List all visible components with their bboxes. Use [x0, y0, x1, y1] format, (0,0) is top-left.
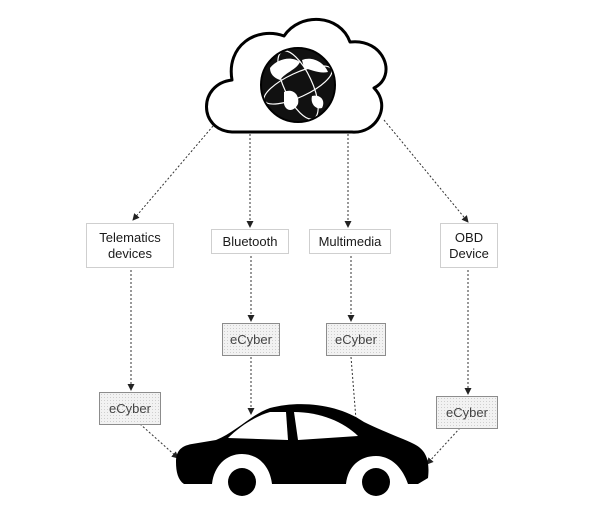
globe-icon [260, 47, 336, 123]
connector-cloud-obd [383, 119, 469, 223]
node-obd-device: OBD Device [440, 223, 498, 268]
ecyber-box-obd: eCyber [436, 396, 498, 429]
ecyber-box-telematics: eCyber [99, 392, 161, 425]
channel-connectors [127, 256, 472, 395]
cloud-connectors [132, 119, 469, 228]
car-icon [176, 404, 429, 503]
ecyber-box-label: eCyber [230, 332, 272, 347]
ecyber-box-bluetooth: eCyber [222, 323, 280, 356]
node-bluetooth-label: Bluetooth [222, 233, 278, 249]
connector-ecyber-car-4 [426, 427, 461, 465]
node-multimedia: Multimedia [309, 229, 391, 254]
connector-cloud-telematics [132, 125, 214, 221]
ecyber-box-label: eCyber [335, 332, 377, 347]
node-bluetooth: Bluetooth [211, 229, 289, 254]
node-telematics-label: Telematics devices [99, 229, 161, 261]
connector-ecyber-car-3 [350, 356, 361, 433]
ecyber-box-label: eCyber [446, 405, 488, 420]
car-connectors [139, 356, 461, 465]
node-obd-device-label: OBD Device [449, 229, 489, 261]
ecyber-box-multimedia: eCyber [326, 323, 386, 356]
node-telematics: Telematics devices [86, 223, 174, 268]
connector-ecyber-car-1 [139, 423, 179, 459]
ecyber-box-label: eCyber [109, 401, 151, 416]
node-multimedia-label: Multimedia [318, 233, 382, 249]
